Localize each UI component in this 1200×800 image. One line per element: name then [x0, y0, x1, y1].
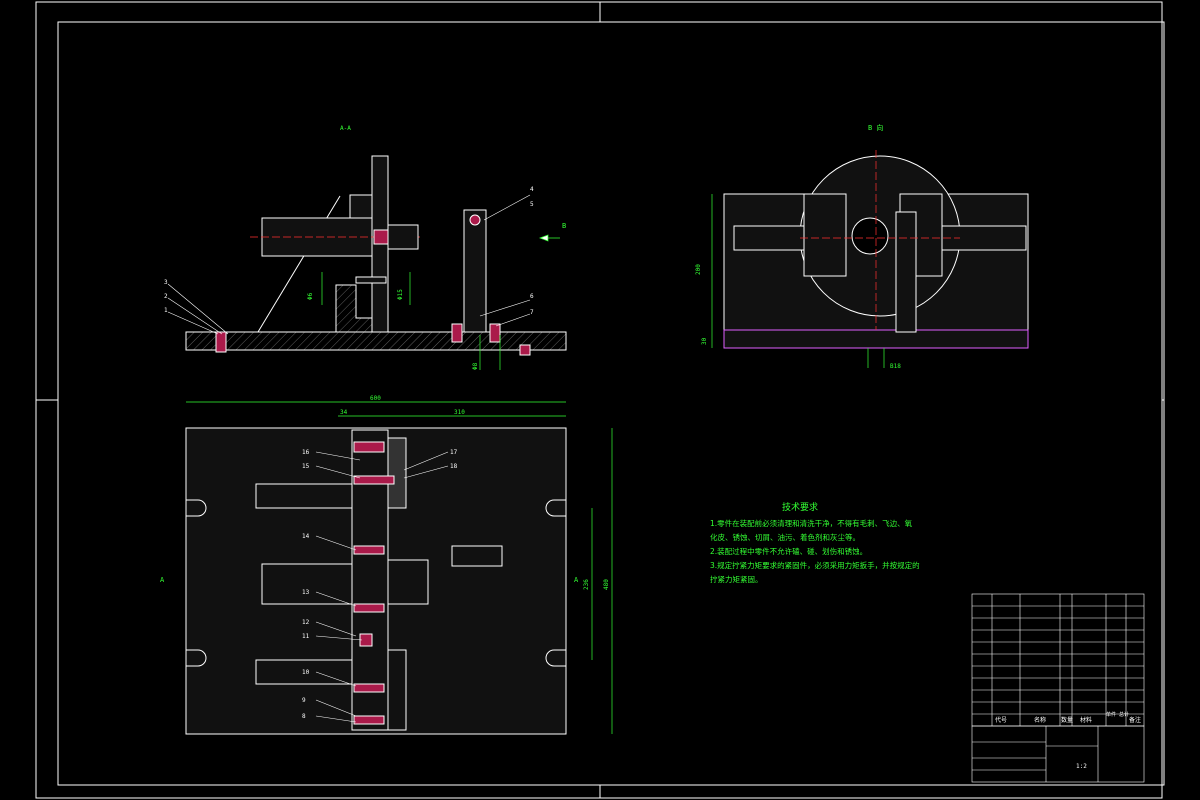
callout-11: 11	[302, 633, 310, 640]
side-view-label: A-A	[340, 125, 351, 132]
top-view-label: B 向	[868, 123, 883, 132]
header-note: 备注	[1129, 716, 1141, 724]
dim-top-base: 30	[701, 337, 708, 345]
callout-1: 1	[164, 307, 168, 314]
title-block-text: 代号 名称 数量 材料 单件 总计 备注 1:2	[995, 711, 1141, 770]
callout-14: 14	[302, 533, 310, 540]
header-code: 代号	[995, 716, 1007, 724]
dim-part-left: 34	[340, 409, 348, 416]
dim-overall-width: 600	[370, 395, 381, 402]
side-view: A-A Φ6 Φ15 Φ8	[164, 125, 567, 370]
b-view: B 向 200 30 B18	[695, 123, 1029, 370]
tech-line-3: 2.装配过程中零件不允许磕、碰、划伤和锈蚀。	[710, 546, 867, 556]
callout-8: 8	[302, 713, 306, 720]
header-qty: 数量	[1061, 716, 1073, 724]
dim-side-d3: Φ8	[472, 362, 479, 370]
inner-border	[57, 21, 1165, 786]
callout-2: 2	[164, 293, 168, 300]
dim-top-height: 200	[695, 264, 702, 275]
plan-view: 600 34 310 480 236 A A 16 15 14 13 12 11…	[160, 395, 613, 735]
callout-3: 3	[164, 279, 168, 286]
callout-18: 18	[450, 463, 458, 470]
callout-6: 6	[530, 293, 534, 300]
section-label-right: A	[574, 576, 579, 584]
dim-overall-height: 480	[603, 579, 610, 590]
callout-15: 15	[302, 463, 310, 470]
section-label-left: A	[160, 576, 165, 584]
dim-side-d1: Φ6	[307, 292, 314, 300]
header-material: 材料	[1080, 716, 1092, 724]
tech-line-5: 拧紧力矩紧固。	[710, 574, 763, 584]
arrow-label-b: B	[562, 222, 566, 230]
tech-line-2: 化皮、锈蚀、切屑、油污、着色剂和灰尘等。	[710, 532, 860, 542]
header-weight: 单件 总计	[1106, 711, 1129, 718]
scale: 1:2	[1076, 763, 1087, 770]
callout-16: 16	[302, 449, 310, 456]
callout-17: 17	[450, 449, 458, 456]
callout-4: 4	[530, 186, 534, 193]
callout-13: 13	[302, 589, 310, 596]
dim-part-right: 310	[454, 409, 465, 416]
callout-9: 9	[302, 697, 306, 704]
tech-requirements: 技术要求 1.零件在装配前必须清理和清洗干净，不得有毛刺、飞边、氧 化皮、锈蚀、…	[710, 501, 920, 584]
callout-12: 12	[302, 619, 310, 626]
tech-title: 技术要求	[782, 501, 818, 513]
callout-5: 5	[530, 201, 534, 208]
tech-line-4: 3.规定拧紧力矩要求的紧固件，必须采用力矩扳手，并按规定的	[710, 560, 920, 570]
dim-inner-height: 236	[583, 579, 590, 590]
callout-10: 10	[302, 669, 310, 676]
header-name: 名称	[1034, 716, 1046, 724]
callout-7: 7	[530, 309, 534, 316]
tech-line-1: 1.零件在装配前必须清理和清洗干净，不得有毛刺、飞边、氧	[710, 518, 913, 528]
title-block	[971, 593, 1145, 783]
dim-side-d2: Φ15	[397, 289, 404, 300]
dim-top-key: B18	[890, 363, 901, 370]
